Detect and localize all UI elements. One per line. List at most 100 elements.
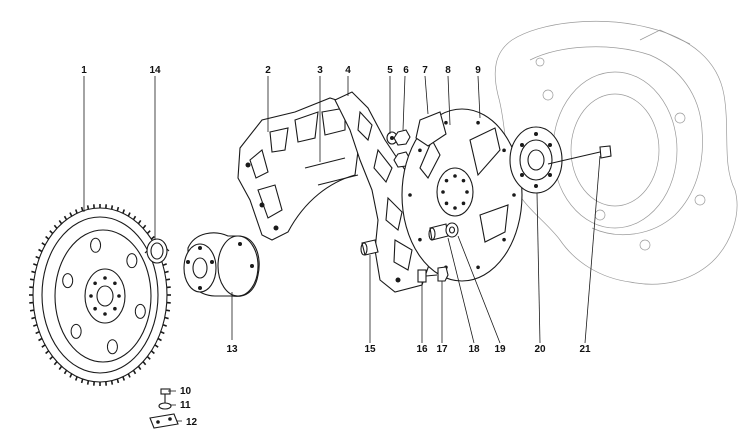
- gear-tooth: [33, 263, 38, 266]
- screw-part-10: [160, 388, 171, 403]
- gear-tooth: [162, 324, 167, 327]
- gear-tooth: [142, 361, 147, 366]
- drive-plate-rim-hole: [512, 193, 516, 197]
- gear-tooth: [41, 344, 46, 348]
- adapter-plate-part-2: [237, 97, 361, 241]
- drive-plate-hole: [441, 190, 445, 194]
- gear-tooth: [74, 209, 78, 214]
- drive-plate-hole: [461, 201, 466, 206]
- callout-17: 17: [436, 344, 448, 355]
- hub-bolt-hole: [117, 294, 121, 298]
- drive-plate-hole: [444, 178, 449, 183]
- leader-lines: [83, 75, 601, 422]
- flange-part-20: [509, 126, 563, 194]
- gear-tooth: [164, 270, 169, 274]
- drive-plate-rim-hole: [444, 120, 448, 125]
- callout-labels: 1 2 3 4 5 6 7 8 9 10 11 12 13 14 15 16 1…: [81, 65, 591, 428]
- gear-tooth: [38, 337, 43, 342]
- gear-tooth: [41, 242, 46, 246]
- gear-tooth: [116, 206, 120, 212]
- gear-tooth: [127, 373, 131, 378]
- drive-plate-rim-hole: [476, 120, 480, 125]
- flywheel-ring-gear: [29, 204, 171, 386]
- gear-tooth: [38, 248, 43, 253]
- drive-plate-rim-hole: [502, 237, 506, 242]
- flywheel-bolt-holes: [62, 237, 146, 355]
- drive-plate-rim-hole: [418, 148, 422, 153]
- gear-tooth: [69, 373, 73, 378]
- gear-tooth: [63, 369, 68, 375]
- gear-tooth: [162, 263, 167, 266]
- callout-13: 13: [226, 344, 238, 355]
- gear-tooth: [127, 212, 131, 217]
- gear-tooth: [45, 350, 50, 355]
- gear-tooth: [164, 316, 169, 320]
- hub-bolt-hole: [103, 312, 107, 316]
- washer-part-11: [158, 402, 172, 410]
- gear-tooth: [69, 212, 73, 217]
- hub-bolt-hole: [89, 294, 93, 298]
- callout-19: 19: [494, 344, 506, 355]
- gear-tooth: [49, 355, 54, 360]
- callout-12: 12: [186, 417, 198, 428]
- ring-gear-rim: [32, 207, 168, 383]
- nut-part-17: [437, 266, 449, 282]
- gear-tooth: [132, 215, 137, 221]
- spacer-part-19: [445, 222, 459, 238]
- spacer-part-18: [428, 223, 449, 241]
- drive-plate-rim-hole: [418, 237, 422, 242]
- gear-tooth: [80, 206, 84, 212]
- gear-tooth: [53, 361, 58, 366]
- callout-4: 4: [345, 65, 351, 76]
- gear-tooth: [86, 205, 90, 210]
- hub-adapter: [183, 232, 260, 297]
- hub-bolt-hole: [93, 306, 97, 311]
- callout-20: 20: [534, 344, 546, 355]
- gear-tooth: [146, 230, 151, 235]
- callout-8: 8: [445, 65, 451, 76]
- gear-tooth: [137, 219, 142, 225]
- hub-bolt-hole: [113, 306, 117, 311]
- hub-bolt-hole: [113, 281, 117, 286]
- gear-tooth: [49, 230, 54, 235]
- gear-tooth: [58, 365, 63, 371]
- callout-10: 10: [180, 386, 192, 397]
- gear-tooth: [142, 224, 147, 229]
- drive-plate-hole: [453, 174, 457, 178]
- drive-plate-rim-hole: [476, 265, 480, 270]
- drive-plate-hole: [465, 190, 469, 194]
- gear-tooth: [160, 331, 165, 335]
- long-bolt-part-21: [547, 145, 612, 165]
- gear-tooth: [110, 380, 114, 385]
- gear-tooth: [122, 376, 126, 381]
- callout-21: 21: [579, 344, 591, 355]
- gear-tooth: [35, 255, 40, 259]
- drive-plate-hole: [453, 206, 457, 210]
- callout-11: 11: [180, 400, 191, 411]
- callout-1: 1: [81, 65, 87, 76]
- gear-tooth: [165, 309, 171, 312]
- flywheel-bolt-hole: [126, 253, 138, 269]
- studs-part-3: [304, 157, 359, 186]
- hub-bolt-hole: [103, 276, 107, 280]
- flywheel-bolt-hole: [134, 303, 146, 319]
- drive-plate-rim-hole: [408, 193, 412, 197]
- gear-tooth: [137, 365, 142, 371]
- callout-16: 16: [416, 344, 428, 355]
- callout-5: 5: [387, 65, 393, 76]
- gear-tooth: [86, 380, 90, 385]
- drive-plate-hole: [444, 201, 449, 206]
- gear-tooth: [110, 205, 114, 210]
- gear-tooth: [31, 270, 36, 274]
- gear-tooth: [31, 316, 36, 320]
- callout-18: 18: [468, 344, 480, 355]
- hub-bolt-hole: [93, 281, 97, 286]
- gear-tooth: [58, 219, 63, 225]
- gear-tooth: [45, 235, 50, 240]
- gear-tooth: [150, 350, 155, 355]
- gear-tooth: [33, 324, 38, 327]
- gear-tooth: [29, 278, 35, 281]
- callout-15: 15: [364, 344, 376, 355]
- gear-tooth: [116, 378, 120, 384]
